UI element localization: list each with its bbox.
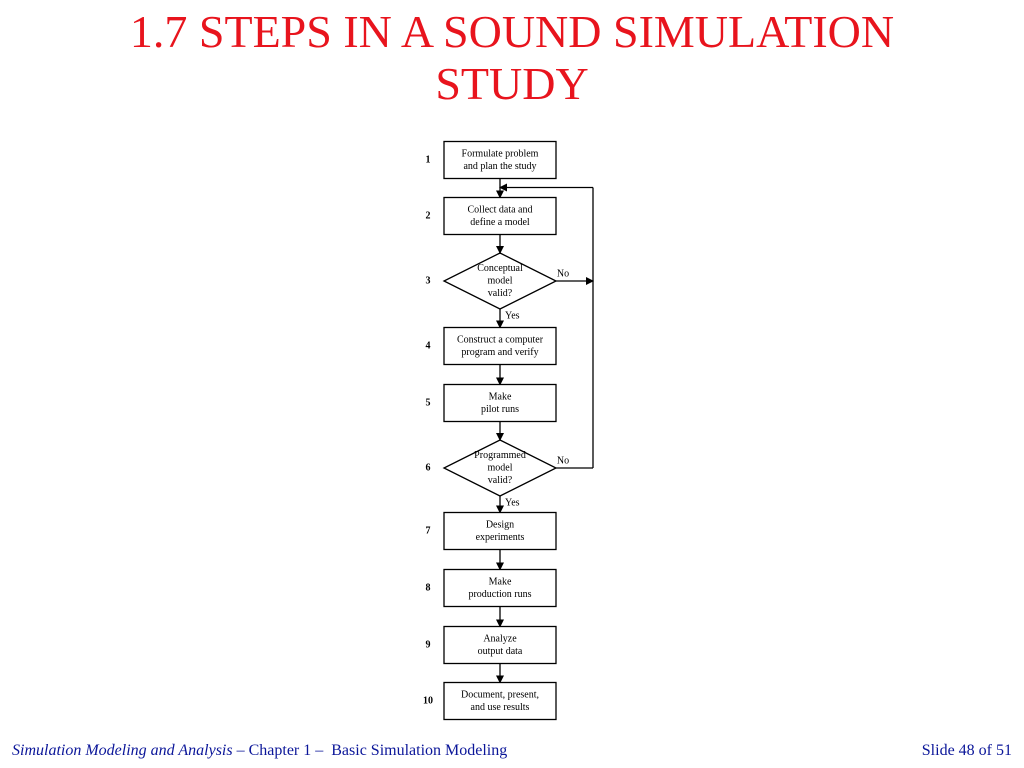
yes-label: Yes [505,498,520,509]
step-text-line: Construct a computer [457,334,544,345]
slide-title-line-2: STUDY [435,58,589,109]
flowchart-step-4: Construct a computer program and verify 4 [426,326,557,366]
process-box [443,196,557,236]
step-number: 2 [426,211,431,222]
no-label: No [557,269,569,280]
step-text-line: program and verify [461,347,538,358]
yes-label: Yes [505,311,520,322]
step-number: 4 [426,341,431,352]
step-text-line: experiments [476,532,525,543]
step-text-line: model [488,276,513,287]
step-text-line: Analyze [483,633,517,644]
step-text-line: Make [489,576,512,587]
step-number: 5 [426,398,431,409]
step-text-line: Programmed [474,450,526,461]
step-text-line: pilot runs [481,404,519,415]
step-text-line: output data [478,646,523,657]
process-box [443,140,557,180]
step-text-line: Design [486,519,514,530]
process-box [443,383,557,423]
no-label: No [557,456,569,467]
step-text-line: Collect data and [468,204,533,215]
step-number: 3 [426,276,431,287]
flowchart-connectors [496,178,594,684]
step-number: 6 [426,463,431,474]
slide-title: 1.7 STEPS IN A SOUND SIMULATION STUDY [0,6,1024,110]
step-number: 7 [426,526,431,537]
step-number: 1 [426,155,431,166]
decision-diamond [442,252,558,310]
flowchart-step-9: Analyze output data 9 [426,625,557,665]
process-box [443,568,557,608]
footer: Simulation Modeling and Analysis – Chapt… [12,742,1012,764]
footer-chapter: – Chapter 1 – Basic Simulation Modeling [232,742,508,759]
flowchart-step-7: Design experiments 7 [426,511,557,551]
process-box [443,625,557,665]
step-text-line: production runs [468,589,531,600]
simulation-study-flowchart: Formulate problem and plan the study 1Coll… [423,140,594,721]
flowchart-step-10: Document, present, and use results 10 [423,681,557,721]
step-text-line: define a model [470,217,530,228]
slide-title-line-1: 1.7 STEPS IN A SOUND SIMULATION [129,6,895,57]
step-text-line: Document, present, [461,689,539,700]
step-text-line: valid? [488,288,513,299]
decision-diamond [442,439,558,497]
process-box [443,326,557,366]
step-text-line: Formulate problem [462,148,539,159]
flowchart-step-2: Collect data and define a model 2 [426,196,557,236]
flowchart-step-1: Formulate problem and plan the study 1 [426,140,557,180]
step-text-line: Make [489,391,512,402]
footer-book-title: Simulation Modeling and Analysis [12,742,233,759]
flowchart-nodes: Formulate problem and plan the study 1Coll… [423,140,569,721]
footer-citation: Simulation Modeling and Analysis – Chapt… [12,742,507,760]
step-text-line: valid? [488,475,513,486]
process-box [443,681,557,721]
step-number: 8 [426,583,431,594]
process-box [443,511,557,551]
step-text-line: and plan the study [463,161,536,172]
step-text-line: Conceptual [477,263,523,274]
step-number: 10 [423,696,433,707]
step-number: 9 [426,640,431,651]
step-text-line: model [488,463,513,474]
flowchart-step-8: Make production runs 8 [426,568,557,608]
flowchart-step-5: Make pilot runs 5 [426,383,557,423]
slide-counter: Slide 48 of 51 [921,742,1012,759]
step-text-line: and use results [471,702,530,713]
